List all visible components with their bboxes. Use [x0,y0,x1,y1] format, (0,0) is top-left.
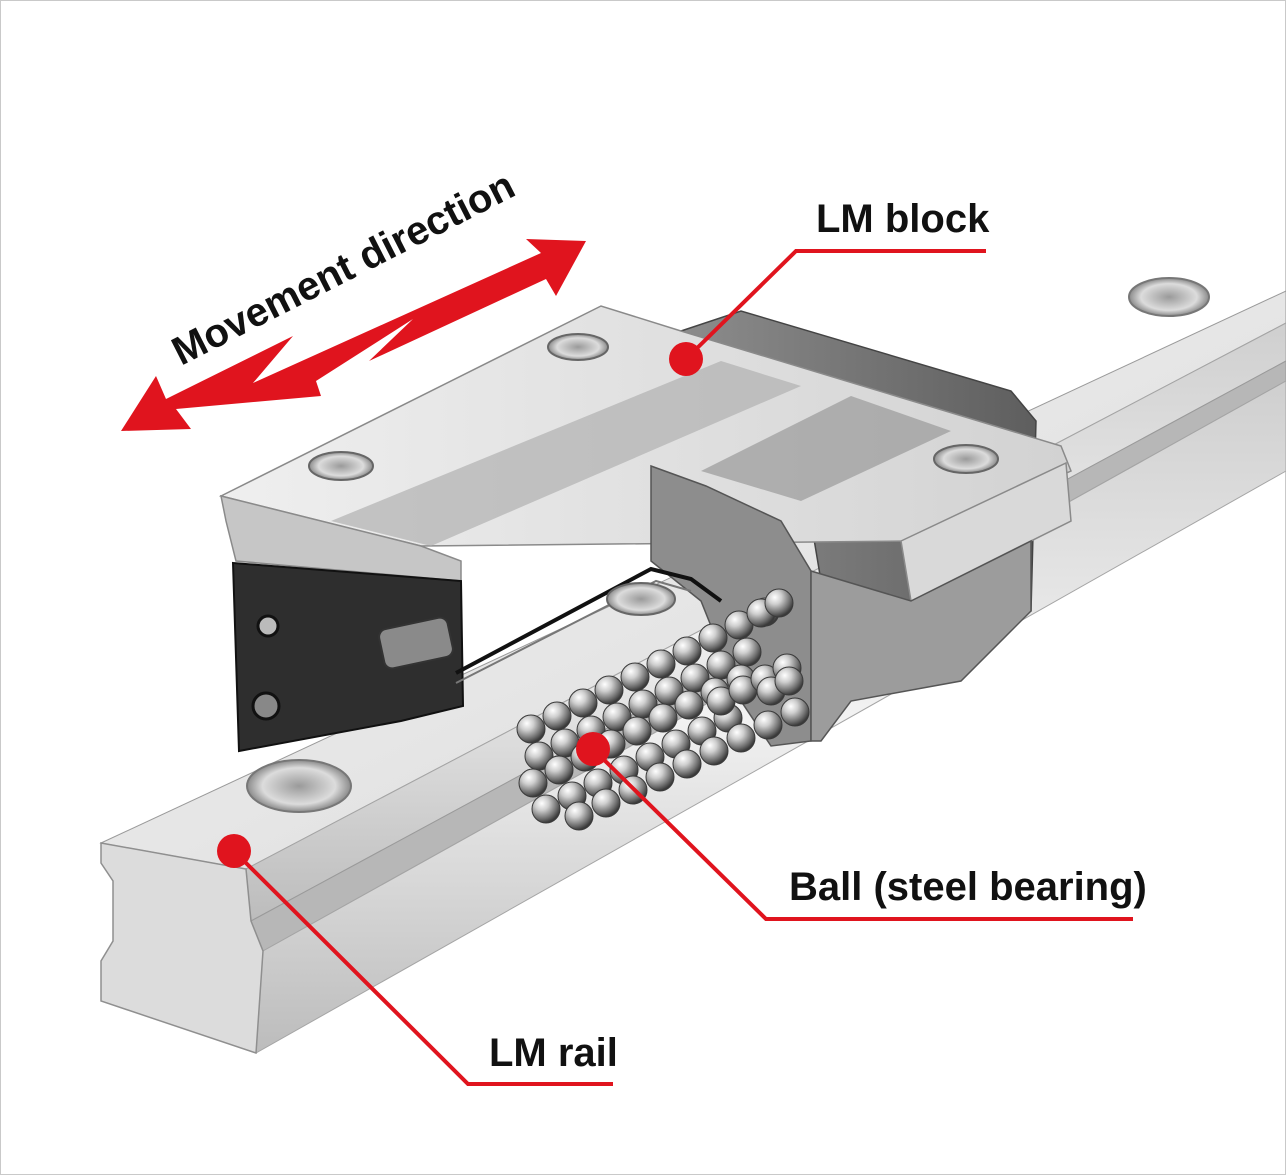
steel-ball [591,788,621,818]
grease-nipple [378,616,454,670]
steel-ball [699,736,729,766]
return-passage [455,566,723,675]
steel-ball [531,794,561,824]
steel-ball [764,588,794,618]
block-top-groove [701,396,951,501]
seal-screw [251,691,281,721]
callout-dot [669,342,703,376]
lm-block [218,305,1072,753]
steel-ball [698,623,728,653]
steel-ball [726,723,756,753]
steel-ball [732,637,762,667]
return-passage-inner [455,579,692,684]
lm-block-label: LM block [816,197,990,241]
steel-ball [780,697,810,727]
block-hole [547,333,609,361]
seal-screw [256,614,280,638]
callout-lm-block: LM block [669,197,990,376]
callout-dot [576,732,610,766]
steel-ball [568,688,598,718]
movement-direction-arrow [121,239,586,431]
rail-hole-inner [606,582,676,616]
block-lower-body [810,539,1032,742]
lm-rail-label: LM rail [489,1031,618,1075]
steel-ball [622,716,652,746]
callout-dot [217,834,251,868]
steel-ball [564,801,594,831]
block-hole [308,451,374,481]
steel-ball [544,755,574,785]
steel-ball [620,662,650,692]
callout-lm-rail: LM rail [217,834,618,1086]
block-top-groove [331,361,801,546]
steel-ball [516,714,546,744]
end-plate [231,561,465,753]
steel-ball [542,701,572,731]
steel-ball [645,762,675,792]
block-right-face [900,461,1072,603]
steel-ball [774,666,804,696]
steel-ball [753,710,783,740]
block-hole [933,444,999,474]
leader-line [684,249,986,361]
steel-ball [674,690,704,720]
steel-ball [672,636,702,666]
steel-ball [594,675,624,705]
callout-ball: Ball (steel bearing) [576,732,1147,921]
leader-line [232,849,613,1086]
steel-ball [648,703,678,733]
steel-ball [646,649,676,679]
steel-ball [518,768,548,798]
rail-hole [246,759,352,813]
leader-line [591,747,1133,921]
steel-ball [672,749,702,779]
rail-end-face [100,842,264,1055]
rail-hole [1128,277,1210,317]
ball-label: Ball (steel bearing) [789,865,1147,909]
